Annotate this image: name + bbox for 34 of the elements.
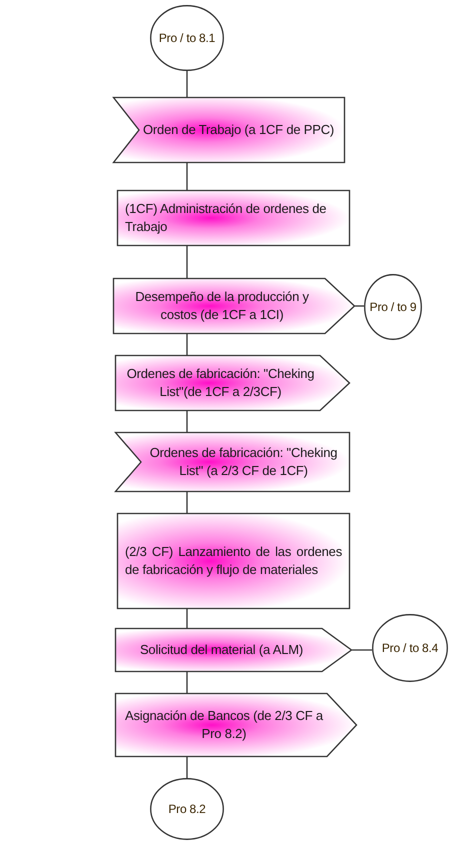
output-flag-box (113, 278, 355, 334)
node-text: Pro / to 9 (370, 298, 416, 316)
node-text: Pro / to 8.1 (158, 30, 216, 46)
connector-line (186, 246, 188, 278)
node-text: Solicitud del material (a ALM) (140, 641, 304, 659)
connector-line (186, 334, 188, 355)
connector-circle (364, 274, 422, 340)
node-text: Pro / to 8.4 (382, 640, 438, 656)
node-text: (2/3 CF) Lanzamiento de las ordenes de fabricación y flujo de materiales (125, 543, 342, 579)
connector-line (186, 71, 188, 97)
input-flag-box (115, 432, 350, 492)
connector-line (186, 411, 188, 432)
connector-line (186, 163, 188, 190)
connector-circle (372, 614, 448, 682)
output-flag-box (115, 355, 350, 411)
output-flag-box (115, 628, 352, 672)
process-box (117, 513, 350, 609)
connector-line (186, 609, 188, 628)
connector-line (186, 757, 188, 778)
node-text: Pro 8.2 (168, 800, 206, 818)
connector-line (352, 649, 372, 651)
node-text: Orden de Trabajo (a 1CF de PPC) (143, 121, 334, 139)
node-text: Ordenes de fabricación: "Cheking List"(de 1CF a 2/3CF) (126, 365, 316, 401)
process-box (117, 190, 350, 246)
connector-line (186, 492, 188, 513)
input-flag-box (113, 97, 345, 163)
connector-circle (150, 5, 224, 71)
node-text: Ordenes de fabricación: "Cheking List" (a 2/3 CF de 1CF) (148, 444, 338, 480)
node-text: Asignación de Bancos (de 2/3 CF a Pro 8.2) (124, 707, 324, 743)
node-text: (1CF) Administración de ordenes de Trabajo (125, 200, 328, 236)
node-text: Desempeño de la producción y costos (de 1CF a 1CI) (134, 288, 310, 324)
connector-circle (150, 778, 224, 840)
connector-line (186, 672, 188, 693)
output-flag-box (115, 693, 357, 757)
